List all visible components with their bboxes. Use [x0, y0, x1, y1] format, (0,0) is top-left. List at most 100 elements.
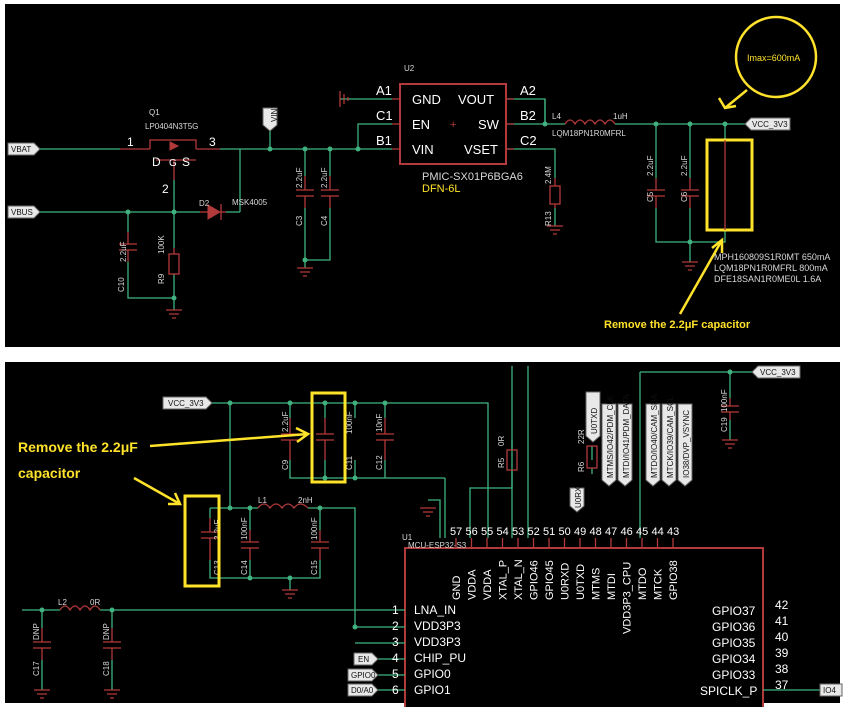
- svg-text:C1: C1: [376, 108, 393, 123]
- junction-dot: [267, 146, 273, 152]
- svg-text:37: 37: [775, 678, 789, 692]
- u1-top-pin-number: 48: [590, 526, 602, 538]
- svg-text:U0TXD: U0TXD: [590, 408, 599, 434]
- junction-dot: [653, 121, 659, 127]
- svg-text:DNP: DNP: [32, 623, 41, 640]
- u1-right-pins: GPIO37 GPIO36 GPIO35 GPIO34 GPIO33 SPICL…: [700, 598, 789, 698]
- u1-top-pin-name: GND: [451, 576, 463, 601]
- vcc-net-tag-right: VCC_3V3: [751, 365, 801, 379]
- u1-top-pin-name: VDDA: [482, 569, 494, 600]
- junction-dot: [542, 121, 548, 127]
- c11-capacitor: 100nF C11: [316, 411, 354, 470]
- svg-text:Q1: Q1: [149, 108, 160, 117]
- svg-text:R5: R5: [497, 457, 506, 468]
- svg-text:C4: C4: [320, 215, 329, 226]
- ground-symbols-top: [166, 91, 698, 319]
- svg-text:U0RX: U0RX: [574, 486, 583, 508]
- svg-text:2: 2: [392, 619, 399, 633]
- svg-text:2.2uF: 2.2uF: [281, 411, 290, 432]
- svg-text:MTDO/IO40/CAM_SDA: MTDO/IO40/CAM_SDA: [650, 393, 659, 478]
- svg-text:MTDI/IO41/PDM_DATA: MTDI/IO41/PDM_DATA: [622, 394, 631, 478]
- svg-text:GPIO0: GPIO0: [351, 671, 376, 680]
- u1-top-pin-number: 45: [636, 526, 648, 538]
- svg-text:2: 2: [162, 182, 169, 196]
- u1-top-pin-name: MTDO: [637, 567, 649, 600]
- svg-text:10nF: 10nF: [375, 414, 384, 432]
- u1-top-pin-number: 46: [621, 526, 633, 538]
- l2-inductor: L2 0R: [58, 598, 101, 612]
- junction-dot: [687, 121, 693, 127]
- svg-text:VBUS: VBUS: [11, 208, 33, 217]
- svg-text:100nF: 100nF: [720, 389, 729, 412]
- svg-text:100nF: 100nF: [240, 517, 249, 540]
- junction-dot: [171, 295, 177, 301]
- r9-resistor: 100K R9: [157, 235, 180, 284]
- svg-text:6: 6: [392, 683, 399, 697]
- svg-text:B2: B2: [520, 108, 536, 123]
- svg-text:DNP: DNP: [102, 623, 111, 640]
- svg-text:G: G: [169, 158, 177, 169]
- svg-text:C2: C2: [520, 133, 537, 148]
- c4-capacitor: 2.2uF C4: [320, 167, 339, 226]
- svg-text:41: 41: [775, 614, 789, 628]
- svg-text:C11: C11: [345, 455, 354, 470]
- removed-cap-highlight-bottom: [183, 391, 347, 588]
- svg-text:42: 42: [775, 598, 789, 612]
- u1-top-pin-name: GPIO46: [529, 560, 541, 600]
- svg-text:2nH: 2nH: [298, 496, 313, 505]
- q1-mosfet: Q1 LP0404N3T5G 1 3 D S G 2: [120, 108, 220, 196]
- svg-text:U2: U2: [404, 64, 415, 73]
- svg-text:A1: A1: [376, 83, 392, 98]
- svg-text:EN: EN: [358, 655, 369, 664]
- en-net-tag: EN: [353, 652, 379, 666]
- svg-text:VIN: VIN: [270, 108, 279, 122]
- svg-text:100nF: 100nF: [310, 517, 319, 540]
- svg-text:GPIO37: GPIO37: [712, 604, 756, 618]
- l4-inductor: L4 1uH LQM18PN1R0MFRL: [552, 112, 628, 138]
- u1-top-pin-name: VDDA: [467, 569, 479, 600]
- svg-text:SW: SW: [478, 117, 500, 132]
- junction-dot: [722, 121, 728, 127]
- svg-text:B1: B1: [376, 133, 392, 148]
- svg-text:VCC_3V3: VCC_3V3: [760, 368, 796, 377]
- r5-resistor: 0R R5: [497, 436, 518, 471]
- c6-capacitor: 2.2uF C6: [680, 155, 699, 208]
- svg-text:2.2uF: 2.2uF: [646, 155, 655, 176]
- svg-text:C10: C10: [117, 277, 126, 292]
- svg-text:5: 5: [392, 667, 399, 681]
- svg-text:LNA_IN: LNA_IN: [414, 603, 456, 617]
- svg-text:PMIC-SX01P6BGA6: PMIC-SX01P6BGA6: [422, 171, 523, 183]
- u1-top-pins: 57GND56VDDA55VDDA54XTAL_P53XTAL_N52GPIO4…: [450, 526, 680, 634]
- svg-text:S: S: [182, 155, 190, 169]
- u1-mcu-body: [404, 547, 764, 707]
- svg-text:3: 3: [209, 135, 216, 149]
- imax-callout: Imax=600mA: [717, 15, 818, 110]
- u1-top-pin-name: MTMS: [591, 568, 603, 600]
- svg-text:DFN-6L: DFN-6L: [422, 183, 461, 195]
- u2-pmic: U2 GND EN VIN VOUT SW VSET A1 C1 B1 A2 B…: [376, 64, 537, 195]
- svg-text:VDD3P3: VDD3P3: [414, 619, 461, 633]
- svg-text:Remove the 2.2μF capacitor: Remove the 2.2μF capacitor: [604, 319, 751, 331]
- svg-text:GPIO36: GPIO36: [712, 620, 756, 634]
- u0txd-net-tag: U0TXD: [585, 391, 601, 443]
- u1-top-pin-name: GPIO45: [544, 560, 556, 600]
- u1-top-pin-number: 57: [450, 526, 462, 538]
- c9-capacitor: 2.2uF C9: [281, 411, 299, 470]
- svg-text:LQM18PN1R0MFRL 800mA: LQM18PN1R0MFRL 800mA: [714, 263, 828, 273]
- junction-dot: [327, 146, 333, 152]
- svg-text:2.2uF: 2.2uF: [295, 167, 304, 188]
- svg-text:GPIO34: GPIO34: [712, 652, 756, 666]
- c14-capacitor: 100nF C14: [240, 517, 259, 575]
- u1-top-pin-number: 56: [466, 526, 478, 538]
- u1-top-pin-name: XTAL_P: [498, 560, 510, 600]
- svg-text:D0/A0: D0/A0: [351, 686, 374, 695]
- svg-text:L2: L2: [58, 598, 67, 607]
- u1-top-pin-number: 50: [559, 526, 571, 538]
- svg-text:1: 1: [127, 135, 134, 149]
- svg-text:+: +: [450, 119, 456, 131]
- u1-top-pin-name: XTAL_N: [513, 559, 525, 600]
- svg-text:C15: C15: [310, 560, 319, 575]
- u1-left-pins: 1 2 3 4 5 6 LNA_IN VDD3P3 VDD3P3 CHIP_PU…: [392, 603, 466, 697]
- svg-text:1: 1: [392, 603, 399, 617]
